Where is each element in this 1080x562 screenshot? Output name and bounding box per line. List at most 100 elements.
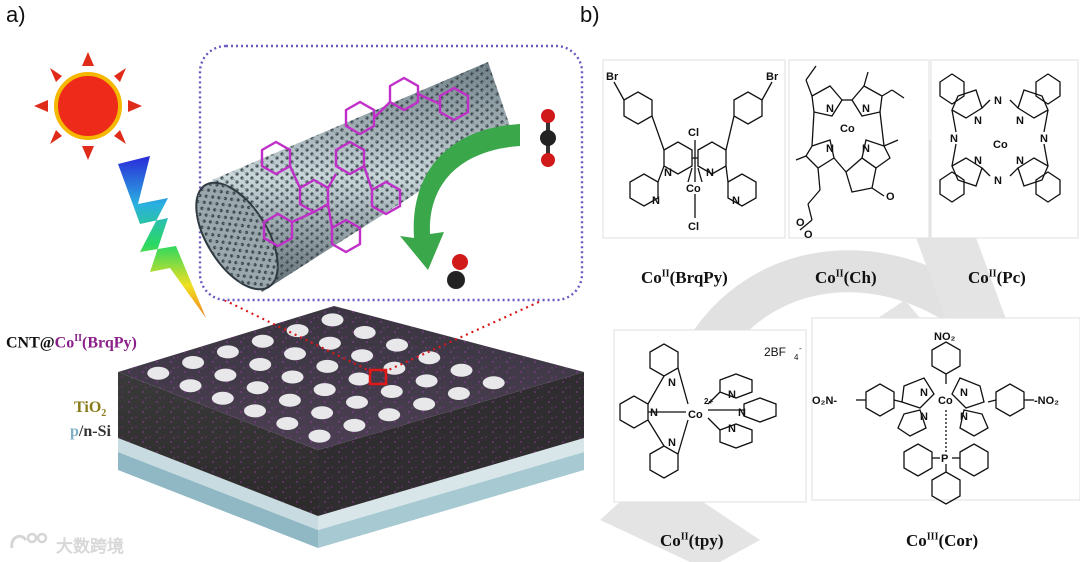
pore — [217, 345, 239, 358]
svg-text:N: N — [920, 411, 928, 423]
pore — [349, 373, 371, 386]
svg-text:O: O — [796, 217, 805, 229]
pore — [282, 371, 304, 384]
svg-text:Co: Co — [993, 139, 1008, 151]
tio2-sub: 2 — [101, 408, 106, 419]
pore — [346, 396, 368, 409]
svg-text:N: N — [974, 155, 982, 167]
tio2-text: TiO — [74, 399, 101, 416]
pore — [252, 335, 274, 348]
svg-text:N: N — [862, 143, 870, 155]
pore — [180, 379, 202, 392]
svg-text:NO₂: NO₂ — [934, 331, 956, 343]
svg-text:Br: Br — [606, 71, 619, 83]
pore — [451, 364, 473, 377]
svg-text:N: N — [826, 143, 834, 155]
svg-text:N: N — [920, 387, 928, 399]
svg-text:N: N — [728, 389, 736, 401]
pore — [276, 417, 298, 430]
pore — [322, 313, 344, 326]
watermark-logo — [8, 528, 54, 554]
svg-text:N: N — [826, 103, 834, 115]
label-co-brqpy: CoII(BrqPy) — [641, 268, 728, 288]
pore — [378, 408, 400, 421]
pore — [316, 360, 338, 373]
svg-text:-NO₂: -NO₂ — [1034, 395, 1059, 407]
svg-text:N: N — [1016, 115, 1024, 127]
pore — [249, 358, 271, 371]
pore — [343, 419, 365, 432]
svg-text:O: O — [804, 229, 813, 241]
label-co-pc: CoII(Pc) — [968, 268, 1026, 288]
label-co-tpy: CoII(tpy) — [660, 531, 724, 551]
pore — [309, 430, 331, 443]
svg-text:N: N — [668, 437, 676, 449]
watermark-logo-icon — [8, 528, 54, 554]
svg-text:4: 4 — [794, 353, 799, 362]
svg-text:P: P — [941, 453, 948, 465]
pore — [354, 326, 376, 339]
pore — [287, 324, 309, 337]
svg-text:N: N — [974, 115, 982, 127]
device-stack — [118, 306, 584, 548]
pore — [244, 404, 266, 417]
svg-text:Co: Co — [686, 183, 701, 195]
pore — [448, 387, 470, 400]
panel-b-letter: b) — [580, 2, 600, 27]
pore — [413, 398, 435, 411]
svg-text:2BF: 2BF — [764, 345, 786, 359]
svg-text:N: N — [960, 411, 968, 423]
pore — [279, 394, 301, 407]
svg-text:Cl: Cl — [688, 127, 699, 139]
cnt-catalyst-ligand: (BrqPy) — [82, 334, 137, 351]
svg-text:Co: Co — [688, 409, 703, 421]
pore — [351, 349, 373, 362]
svg-text:2+: 2+ — [704, 397, 713, 406]
label-co-cor: CoIII(Cor) — [906, 531, 978, 551]
svg-text:Cl: Cl — [688, 221, 699, 233]
svg-text:N: N — [652, 195, 660, 207]
svg-text:O₂N-: O₂N- — [812, 395, 837, 407]
svg-text:N: N — [994, 95, 1002, 107]
svg-text:N: N — [960, 387, 968, 399]
cnt-catalyst-metal: Co — [55, 334, 75, 351]
svg-text:N: N — [706, 167, 714, 179]
sun-icon — [34, 52, 142, 160]
pore — [381, 385, 403, 398]
svg-text:N: N — [738, 407, 746, 419]
pore — [483, 376, 505, 389]
pore — [416, 374, 438, 387]
pore — [182, 356, 204, 369]
svg-text:N: N — [728, 423, 736, 435]
svg-text:-: - — [799, 344, 802, 353]
svg-text:O: O — [886, 191, 895, 203]
label-co-ch: CoII(Ch) — [815, 268, 877, 288]
pore — [284, 347, 306, 360]
pore — [247, 381, 269, 394]
si-rest: -Si — [92, 423, 111, 440]
svg-text:Co: Co — [938, 395, 953, 407]
pore — [386, 339, 408, 352]
svg-text:N: N — [1040, 133, 1048, 145]
tio2-layer-label: TiO2 — [74, 399, 106, 419]
pore — [314, 383, 336, 396]
svg-text:N: N — [994, 175, 1002, 187]
svg-text:Co: Co — [840, 123, 855, 135]
si-layer-label: p/n-Si — [70, 423, 111, 441]
svg-text:Br: Br — [766, 71, 779, 83]
pore — [214, 369, 236, 382]
panel-a-letter: a) — [6, 2, 26, 27]
cnt-prefix: CNT@ — [6, 334, 55, 351]
light-bolt-icon — [118, 156, 206, 318]
svg-text:N: N — [862, 103, 870, 115]
pore — [212, 392, 234, 405]
si-p: p — [70, 423, 79, 440]
cnt-catalyst-ox: II — [74, 333, 82, 344]
svg-text:N: N — [650, 407, 658, 419]
si-n: n — [83, 423, 92, 440]
svg-text:N: N — [1016, 155, 1024, 167]
pore — [311, 406, 333, 419]
pore — [418, 351, 440, 364]
svg-text:N: N — [668, 377, 676, 389]
